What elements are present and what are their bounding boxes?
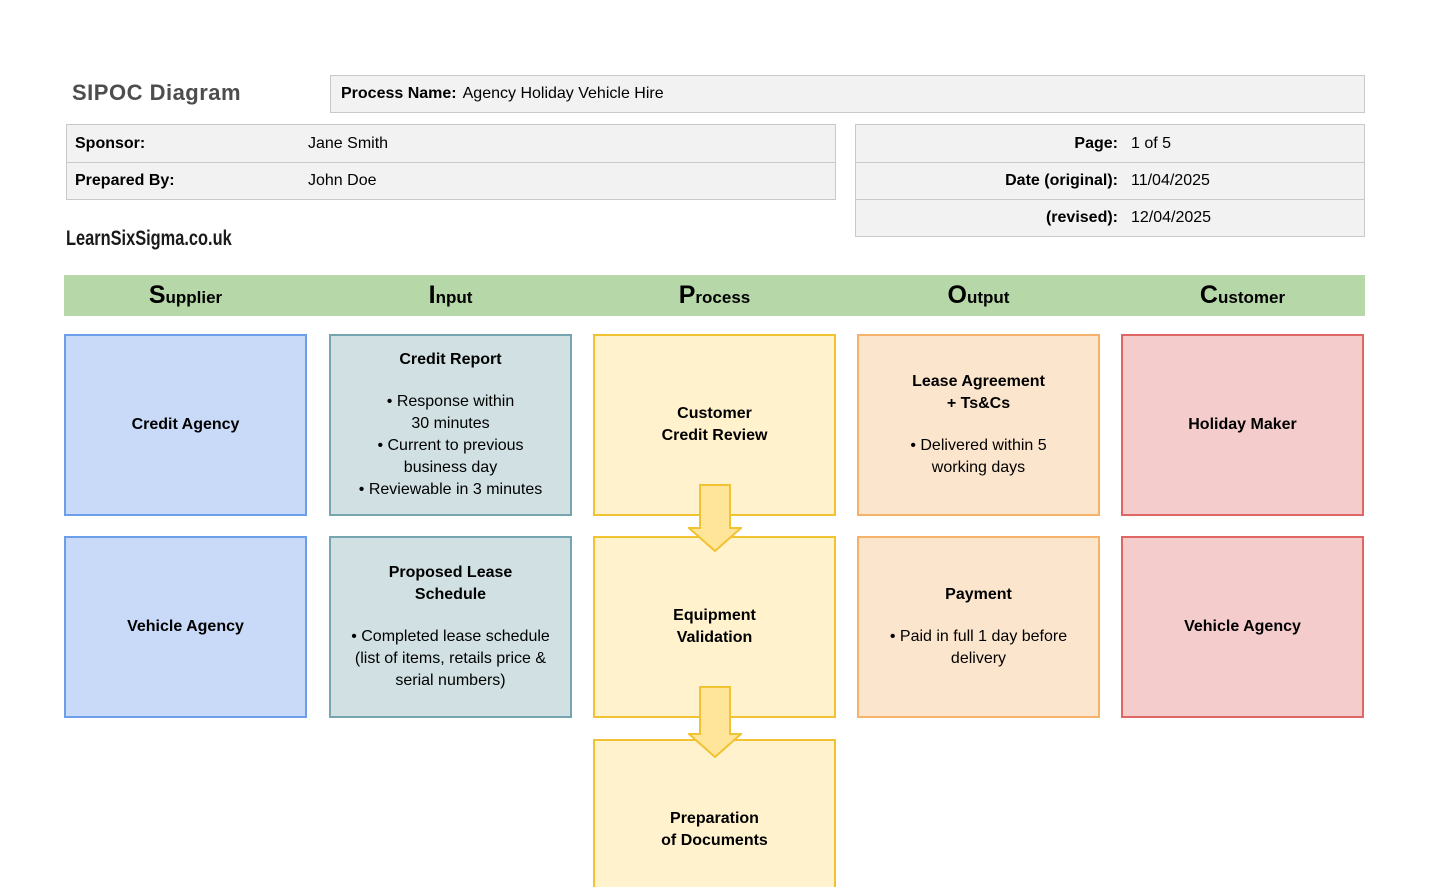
page-title: SIPOC Diagram [72,80,242,105]
output-box-title: Payment [945,586,1012,603]
column-header-process: Process [593,275,836,316]
prepared-by-value: John Doe [308,172,377,189]
input-box-credit-report: Credit Report • Response within 30 minut… [329,334,572,516]
supplier-box-vehicle-agency: Vehicle Agency [64,536,307,718]
sponsor-label: Sponsor: [75,134,146,152]
output-box-payment: Payment • Paid in full 1 day before deli… [857,536,1100,718]
output-box-details: • Delivered within 5 working days [910,437,1047,476]
sponsor-table: Sponsor: Jane Smith Prepared By: John Do… [66,124,836,200]
column-header-output: Output [857,275,1100,316]
column-header-output-label: Output [947,281,1010,309]
date-original-row: Date (original): 11/04/2025 [856,162,1364,199]
date-revised-row: (revised): 12/04/2025 [856,199,1364,236]
process-box-title: Equipment Validation [673,607,756,646]
process-name-label: Process Name: [341,85,457,102]
page-info-table: Page: 1 of 5 Date (original): 11/04/2025… [855,124,1365,237]
sponsor-row: Sponsor: Jane Smith [67,125,835,162]
date-original-label: Date (original): [1005,172,1118,189]
process-box-preparation-of-documents: Preparation of Documents [593,739,836,887]
column-header-supplier-label: Supplier [148,281,223,309]
supplier-box-title: Credit Agency [131,416,240,433]
column-header-supplier: Supplier [64,275,307,316]
output-box-lease-agreement: Lease Agreement + Ts&Cs • Delivered with… [857,334,1100,516]
column-header-customer-label: Customer [1199,281,1286,309]
flow-arrow-down-2 [688,686,742,758]
process-name-field: Process Name: Agency Holiday Vehicle Hir… [330,75,1365,113]
prepared-by-label: Prepared By: [75,172,175,189]
output-box-title: Lease Agreement + Ts&Cs [912,373,1045,412]
column-header-customer: Customer [1121,275,1364,316]
sipoc-header-bar: Supplier Input Process Output Customer [64,275,1365,316]
input-box-proposed-lease-schedule: Proposed Lease Schedule • Completed leas… [329,536,572,718]
sponsor-value: Jane Smith [308,134,389,152]
date-revised-label: (revised): [1045,209,1118,226]
process-box-title: Preparation of Documents [661,810,768,849]
input-box-title: Proposed Lease Schedule [388,564,513,603]
input-box-details: • Response within 30 minutes • Current t… [358,393,543,498]
input-box-title: Credit Report [399,351,502,368]
input-box-details: • Completed lease schedule (list of item… [351,628,550,689]
date-original-value: 11/04/2025 [1131,172,1210,189]
supplier-box-title: Vehicle Agency [127,618,244,635]
learnsixsigma-logo: LearnSixSigma.co.uk [66,227,232,250]
column-header-process-label: Process [678,281,751,309]
date-revised-value: 12/04/2025 [1131,209,1212,226]
customer-box-vehicle-agency: Vehicle Agency [1121,536,1364,718]
column-header-input-label: Input [428,281,473,309]
process-box-title: Customer Credit Review [661,405,768,444]
prepared-by-row: Prepared By: John Doe [67,162,835,199]
page-value: 1 of 5 [1131,134,1172,152]
customer-box-title: Holiday Maker [1188,416,1297,433]
column-header-input: Input [329,275,572,316]
flow-arrow-down-1 [688,484,742,552]
page-number-row: Page: 1 of 5 [856,125,1364,162]
supplier-box-credit-agency: Credit Agency [64,334,307,516]
page-label: Page: [1074,134,1118,152]
process-name-value: Agency Holiday Vehicle Hire [462,85,664,102]
customer-box-holiday-maker: Holiday Maker [1121,334,1364,516]
customer-box-title: Vehicle Agency [1184,618,1301,635]
output-box-details: • Paid in full 1 day before delivery [889,628,1068,667]
